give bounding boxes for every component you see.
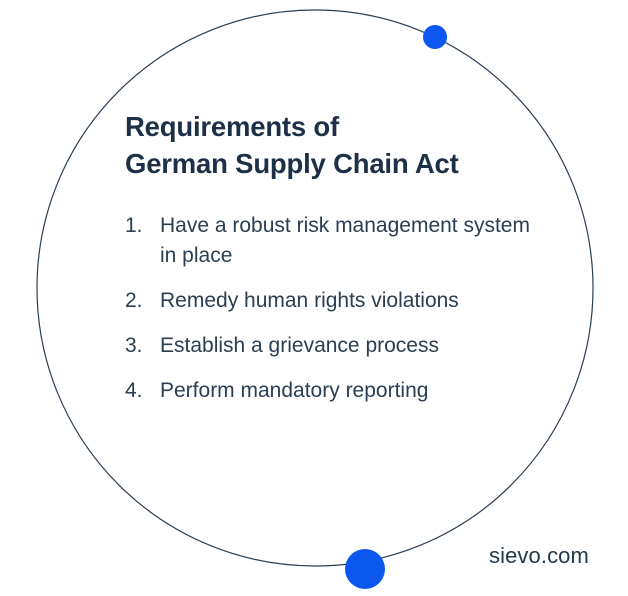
list-item-label: Perform mandatory reporting <box>160 378 429 402</box>
list-item: 4. Perform mandatory reporting <box>125 376 545 406</box>
requirements-list: 1. Have a robust risk management system … <box>125 211 545 405</box>
list-item: 3. Establish a grievance process <box>125 331 545 361</box>
list-item-label: Have a robust risk management system in … <box>160 214 530 268</box>
list-item-number: 4. <box>125 378 143 402</box>
list-item: 2. Remedy human rights violations <box>125 286 545 316</box>
list-item-label: Establish a grievance process <box>160 333 439 357</box>
outline-circle <box>36 9 594 567</box>
list-item-number: 2. <box>125 288 143 312</box>
brand-wordmark: sievo.com <box>489 543 589 568</box>
page-title: Requirements of German Supply Chain Act <box>125 108 545 182</box>
page-title-line-1: Requirements of <box>125 111 339 142</box>
accent-dot-bottom-icon <box>345 549 385 589</box>
accent-dot-top-right-icon <box>423 25 447 49</box>
page-title-line-2: German Supply Chain Act <box>125 148 459 180</box>
list-item-label: Remedy human rights violations <box>160 288 459 312</box>
content-block: Requirements of German Supply Chain Act … <box>125 108 545 405</box>
list-item: 1. Have a robust risk management system … <box>125 211 545 271</box>
list-item-number: 3. <box>125 333 143 357</box>
list-item-number: 1. <box>125 214 143 238</box>
